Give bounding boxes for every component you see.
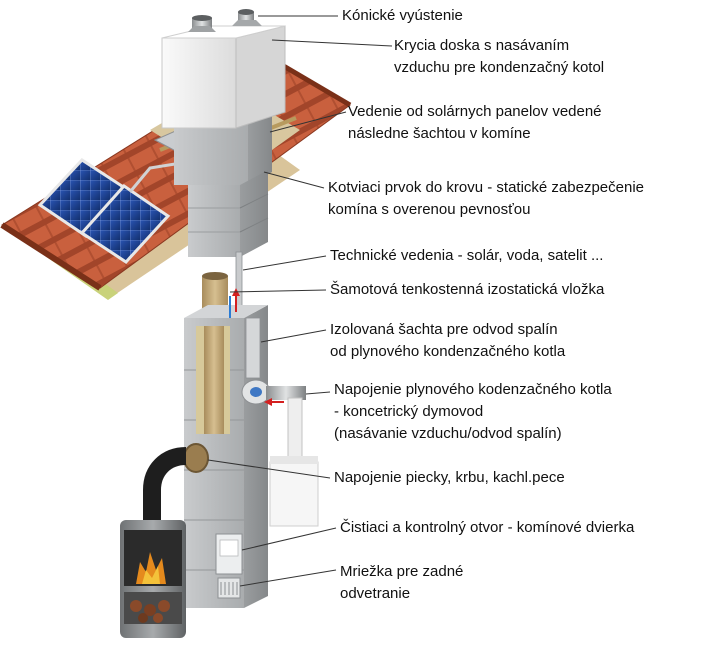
label-cleaning-door: Čistiaci a kontrolný otvor - komínové dv… <box>340 517 634 539</box>
label-line: vzduchu pre kondenzačný kotol <box>394 59 605 76</box>
chimney-attic-section <box>188 170 269 309</box>
leader-boiler-connection <box>305 391 331 395</box>
label-line: (nasávanie vzduchu/odvod spalín) <box>334 425 562 442</box>
label-line: od plynového kondenzačného kotla <box>330 343 566 360</box>
stove-flue-pipe <box>143 447 187 530</box>
leader-lines <box>207 15 393 587</box>
solar-panel-2 <box>79 184 171 264</box>
label-line: komína s overenou pevnosťou <box>328 201 531 218</box>
label-line: Šamotová tenkostenná izostatická vložka <box>330 281 605 298</box>
conical-outlet-icon <box>188 9 262 32</box>
leader-stove-connection <box>207 459 331 479</box>
leader-solar-lines <box>269 111 347 133</box>
label-line: Vedenie od solárnych panelov vedené <box>348 103 602 120</box>
label-line: Čistiaci a kontrolný otvor - komínové dv… <box>340 519 635 536</box>
label-insulated-shaft: Izolovaná šachta pre odvod spalín od plyn… <box>330 319 565 363</box>
leader-rear-vent-grille <box>239 569 337 587</box>
label-line: odvetranie <box>340 585 411 602</box>
chimney-top <box>161 9 286 185</box>
label-fireclay-liner: Šamotová tenkostenná izostatická vložka <box>330 279 604 301</box>
label-boiler-connection: Napojenie plynového kodenzačného kotla -… <box>334 379 612 445</box>
label-line: Napojenie piecky, krbu, kachl.pece <box>334 469 565 486</box>
chimney-lower-section <box>183 272 268 608</box>
label-cover-plate: Krycia doska s nasávaním vzduchu pre kond… <box>394 35 604 79</box>
label-line: následne šachtou v komíne <box>348 125 531 142</box>
wood-stove <box>120 447 187 638</box>
label-line: Technické vedenia - solár, voda, satelit… <box>330 247 604 264</box>
label-tech-lines: Technické vedenia - solár, voda, satelit… <box>330 245 603 267</box>
gas-boiler <box>269 461 319 527</box>
insulated-shaft-pipe <box>245 317 261 379</box>
leader-cover-plate <box>271 39 393 47</box>
roof-eave <box>0 222 102 291</box>
stove-connection-ring <box>183 443 209 473</box>
leader-insulated-shaft <box>260 329 327 343</box>
label-stove-connection: Napojenie piecky, krbu, kachl.pece <box>334 467 565 489</box>
label-rear-vent-grille: Mriežka pre zadné odvetranie <box>340 561 463 605</box>
label-line: Mriežka pre zadné <box>340 563 464 580</box>
label-roof-anchor: Kotviaci prvok do krovu - statické zabez… <box>328 177 644 221</box>
label-line: Kotviaci prvok do krovu - statické zabez… <box>328 179 644 196</box>
label-conical-outlet: Kónické vyústenie <box>342 5 463 27</box>
leader-tech-lines <box>242 255 327 271</box>
label-line: Izolovaná šachta pre odvod spalín <box>330 321 558 338</box>
label-solar-lines: Vedenie od solárnych panelov vedené násle… <box>348 101 602 145</box>
leader-fireclay-liner <box>229 289 327 293</box>
label-line: - koncetrický dymovod <box>334 403 484 420</box>
label-line: Krycia doska s nasávaním <box>394 37 570 54</box>
solar-panels <box>37 158 201 264</box>
leader-roof-anchor <box>263 171 325 189</box>
leader-cleaning-door <box>241 527 337 551</box>
label-line: Kónické vyústenie <box>342 7 463 24</box>
label-line: Napojenie plynového kodenzačného kotla <box>334 381 612 398</box>
